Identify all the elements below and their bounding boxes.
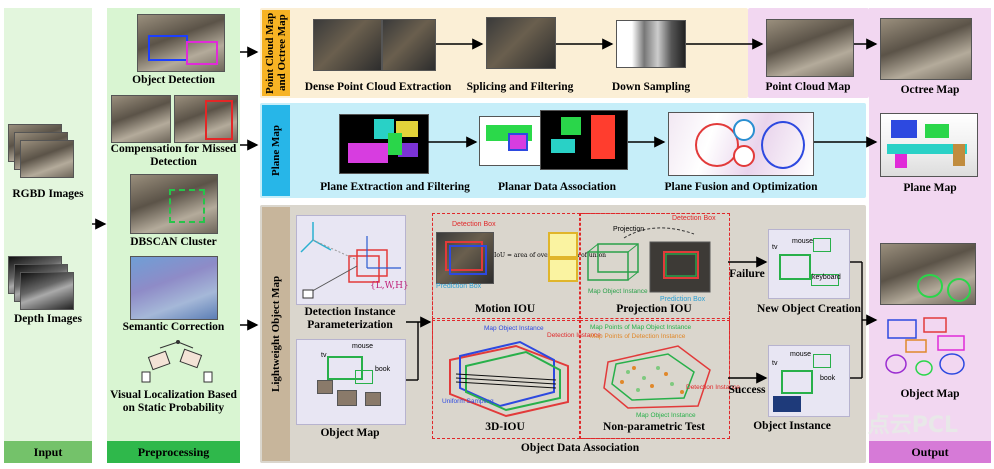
object-map-output-wireframe <box>885 317 965 376</box>
object-detection-image <box>137 14 225 72</box>
input-footer: Input <box>4 441 92 463</box>
nonparam-box <box>580 320 730 439</box>
object-instance-label: Object Instance <box>753 420 831 432</box>
dbscan-image <box>130 174 218 234</box>
dense-cloud-label: Dense Point Cloud Extraction <box>304 81 452 93</box>
iou3d-detection-text: Detection Instance <box>547 332 601 339</box>
iou-box-a <box>548 232 578 258</box>
preprocessing-footer: Preprocessing <box>107 441 240 463</box>
motion-detection-box-text: Detection Box <box>452 221 496 228</box>
object-map-panel <box>296 339 406 425</box>
plane-map-output-label: Plane Map <box>903 182 957 194</box>
projection-iou-box <box>580 213 730 319</box>
object-map-output-label: Object Map <box>900 388 960 400</box>
nonparam-diagram <box>603 345 711 409</box>
projection-detection-box-text: Detection Box <box>672 215 716 222</box>
parameterization-label: Detection Instance Parameterization <box>304 306 396 331</box>
failure-label: Failure <box>729 268 765 280</box>
point-cloud-map-image <box>766 19 854 77</box>
projection-text: Projection <box>613 226 645 233</box>
projection-iou-label: Projection IOU <box>616 303 692 315</box>
iou3d-label: 3D-IOU <box>485 421 525 433</box>
projection-iou-diagram <box>587 227 711 293</box>
parameterization-panel <box>296 215 406 305</box>
plane-fusion-label: Plane Fusion and Optimization <box>664 181 818 193</box>
inst-tv-text: tv <box>772 360 778 367</box>
splicing-image <box>486 17 556 69</box>
nonparam-detection-text: Detection Instance <box>686 384 740 391</box>
output-column <box>869 8 991 463</box>
new-object-panel <box>768 229 850 299</box>
splicing-label: Splicing and Filtering <box>466 81 574 93</box>
motion-iou-box <box>432 213 580 319</box>
visual-localization-diagram <box>141 340 213 383</box>
iou-box-b <box>548 258 578 282</box>
parameterization-diagram <box>300 222 401 299</box>
motion-iou-label: Motion IOU <box>474 303 536 315</box>
plane-extraction-image <box>339 114 429 174</box>
projection-prediction-box-text: Prediction Box <box>660 296 706 303</box>
dense-cloud-image-2 <box>382 19 436 71</box>
semantic-label: Semantic Correction <box>122 321 225 333</box>
compensation-image-2 <box>174 95 238 143</box>
watermark-text: 点云PCL <box>867 413 958 438</box>
new-keyboard-text: keyboard <box>812 274 841 281</box>
semantic-image <box>130 256 218 320</box>
nonparam-map-object-text: Map Object Instance <box>636 412 696 419</box>
param-size-text: {L,W,H} <box>370 281 409 291</box>
planar-association-image-1 <box>479 116 543 166</box>
new-object-label: New Object Creation <box>757 303 861 315</box>
down-sampling-image <box>616 20 686 68</box>
legend-map-points-map: Map Points of Map Object Instance <box>590 324 692 331</box>
left-map-mouse: mouse <box>352 343 374 350</box>
plane-extraction-label: Plane Extraction and Filtering <box>320 181 470 193</box>
depth-images-label: Depth Images <box>13 313 83 325</box>
uniform-sampling-text: Uniform Sampling <box>442 398 494 405</box>
left-map-book: book <box>375 366 391 373</box>
rgbd-images-label: RGBD Images <box>12 188 84 200</box>
iou3d-box <box>432 320 580 439</box>
compensation-image-1 <box>111 95 171 143</box>
input-column <box>4 8 92 463</box>
octree-map-label: Octree Map <box>900 84 960 96</box>
compensation-label: Compensation for Missed Detection <box>110 143 237 168</box>
output-footer: Output <box>869 441 991 463</box>
inst-mouse-text: mouse <box>790 351 812 358</box>
association-label: Object Data Association <box>520 442 640 454</box>
legend-map-points-det: Map Points of Detection Instance <box>590 333 686 340</box>
projection-map-object-text: Map Object Instance <box>588 288 648 295</box>
planar-association-image-2 <box>540 110 628 170</box>
object-map-output-image <box>880 243 976 305</box>
rgbd-image-3 <box>20 140 74 178</box>
new-mouse-text: mouse <box>792 238 814 245</box>
iou3d-map-object-text: Map Object Instance <box>484 325 544 332</box>
planar-association-label: Planar Data Association <box>498 181 616 193</box>
visual-localization-label: Visual Localization Based on Static Prob… <box>110 389 237 414</box>
plane-map-output-image <box>880 113 978 177</box>
object-map-left-label: Object Map <box>320 427 380 439</box>
down-sampling-label: Down Sampling <box>611 81 691 93</box>
object-detection-label: Object Detection <box>132 74 215 86</box>
motion-iou-image <box>436 232 494 284</box>
octree-map-image <box>880 18 972 80</box>
plane-fusion-image <box>668 112 814 176</box>
new-tv-text: tv <box>772 244 778 251</box>
success-label: Success <box>728 384 766 396</box>
left-map-tv: tv <box>321 352 327 359</box>
preprocessing-column <box>107 8 240 463</box>
dense-cloud-image-1 <box>313 19 382 71</box>
inst-book-text: book <box>820 375 836 382</box>
object-instance-panel <box>768 345 850 417</box>
motion-prediction-box-text: Prediction Box <box>436 283 482 290</box>
dbscan-label: DBSCAN Cluster <box>130 236 217 248</box>
nonparam-label: Non-parametric Test <box>603 421 705 433</box>
point-cloud-map-label: Point Cloud Map <box>765 81 851 93</box>
depth-image-3 <box>20 272 74 310</box>
iou3d-diagram <box>449 340 569 418</box>
